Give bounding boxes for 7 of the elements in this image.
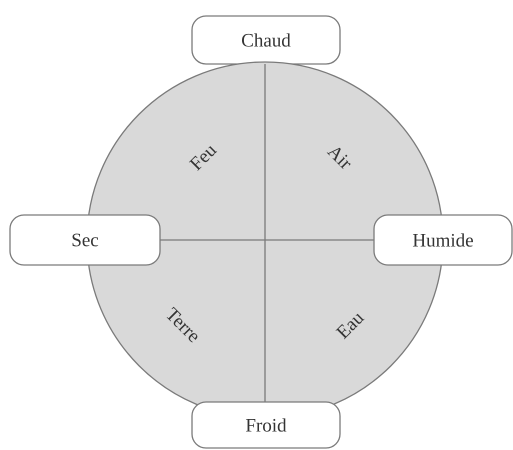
label-box: Sec bbox=[9, 214, 161, 266]
label-box: Humide bbox=[373, 214, 513, 266]
quadrant-label: Feu bbox=[188, 146, 218, 171]
label-box: Chaud bbox=[191, 15, 341, 65]
quadrant-label: Air bbox=[326, 148, 351, 170]
quadrant-label: Eau bbox=[336, 314, 365, 340]
label-box: Froid bbox=[191, 401, 341, 449]
